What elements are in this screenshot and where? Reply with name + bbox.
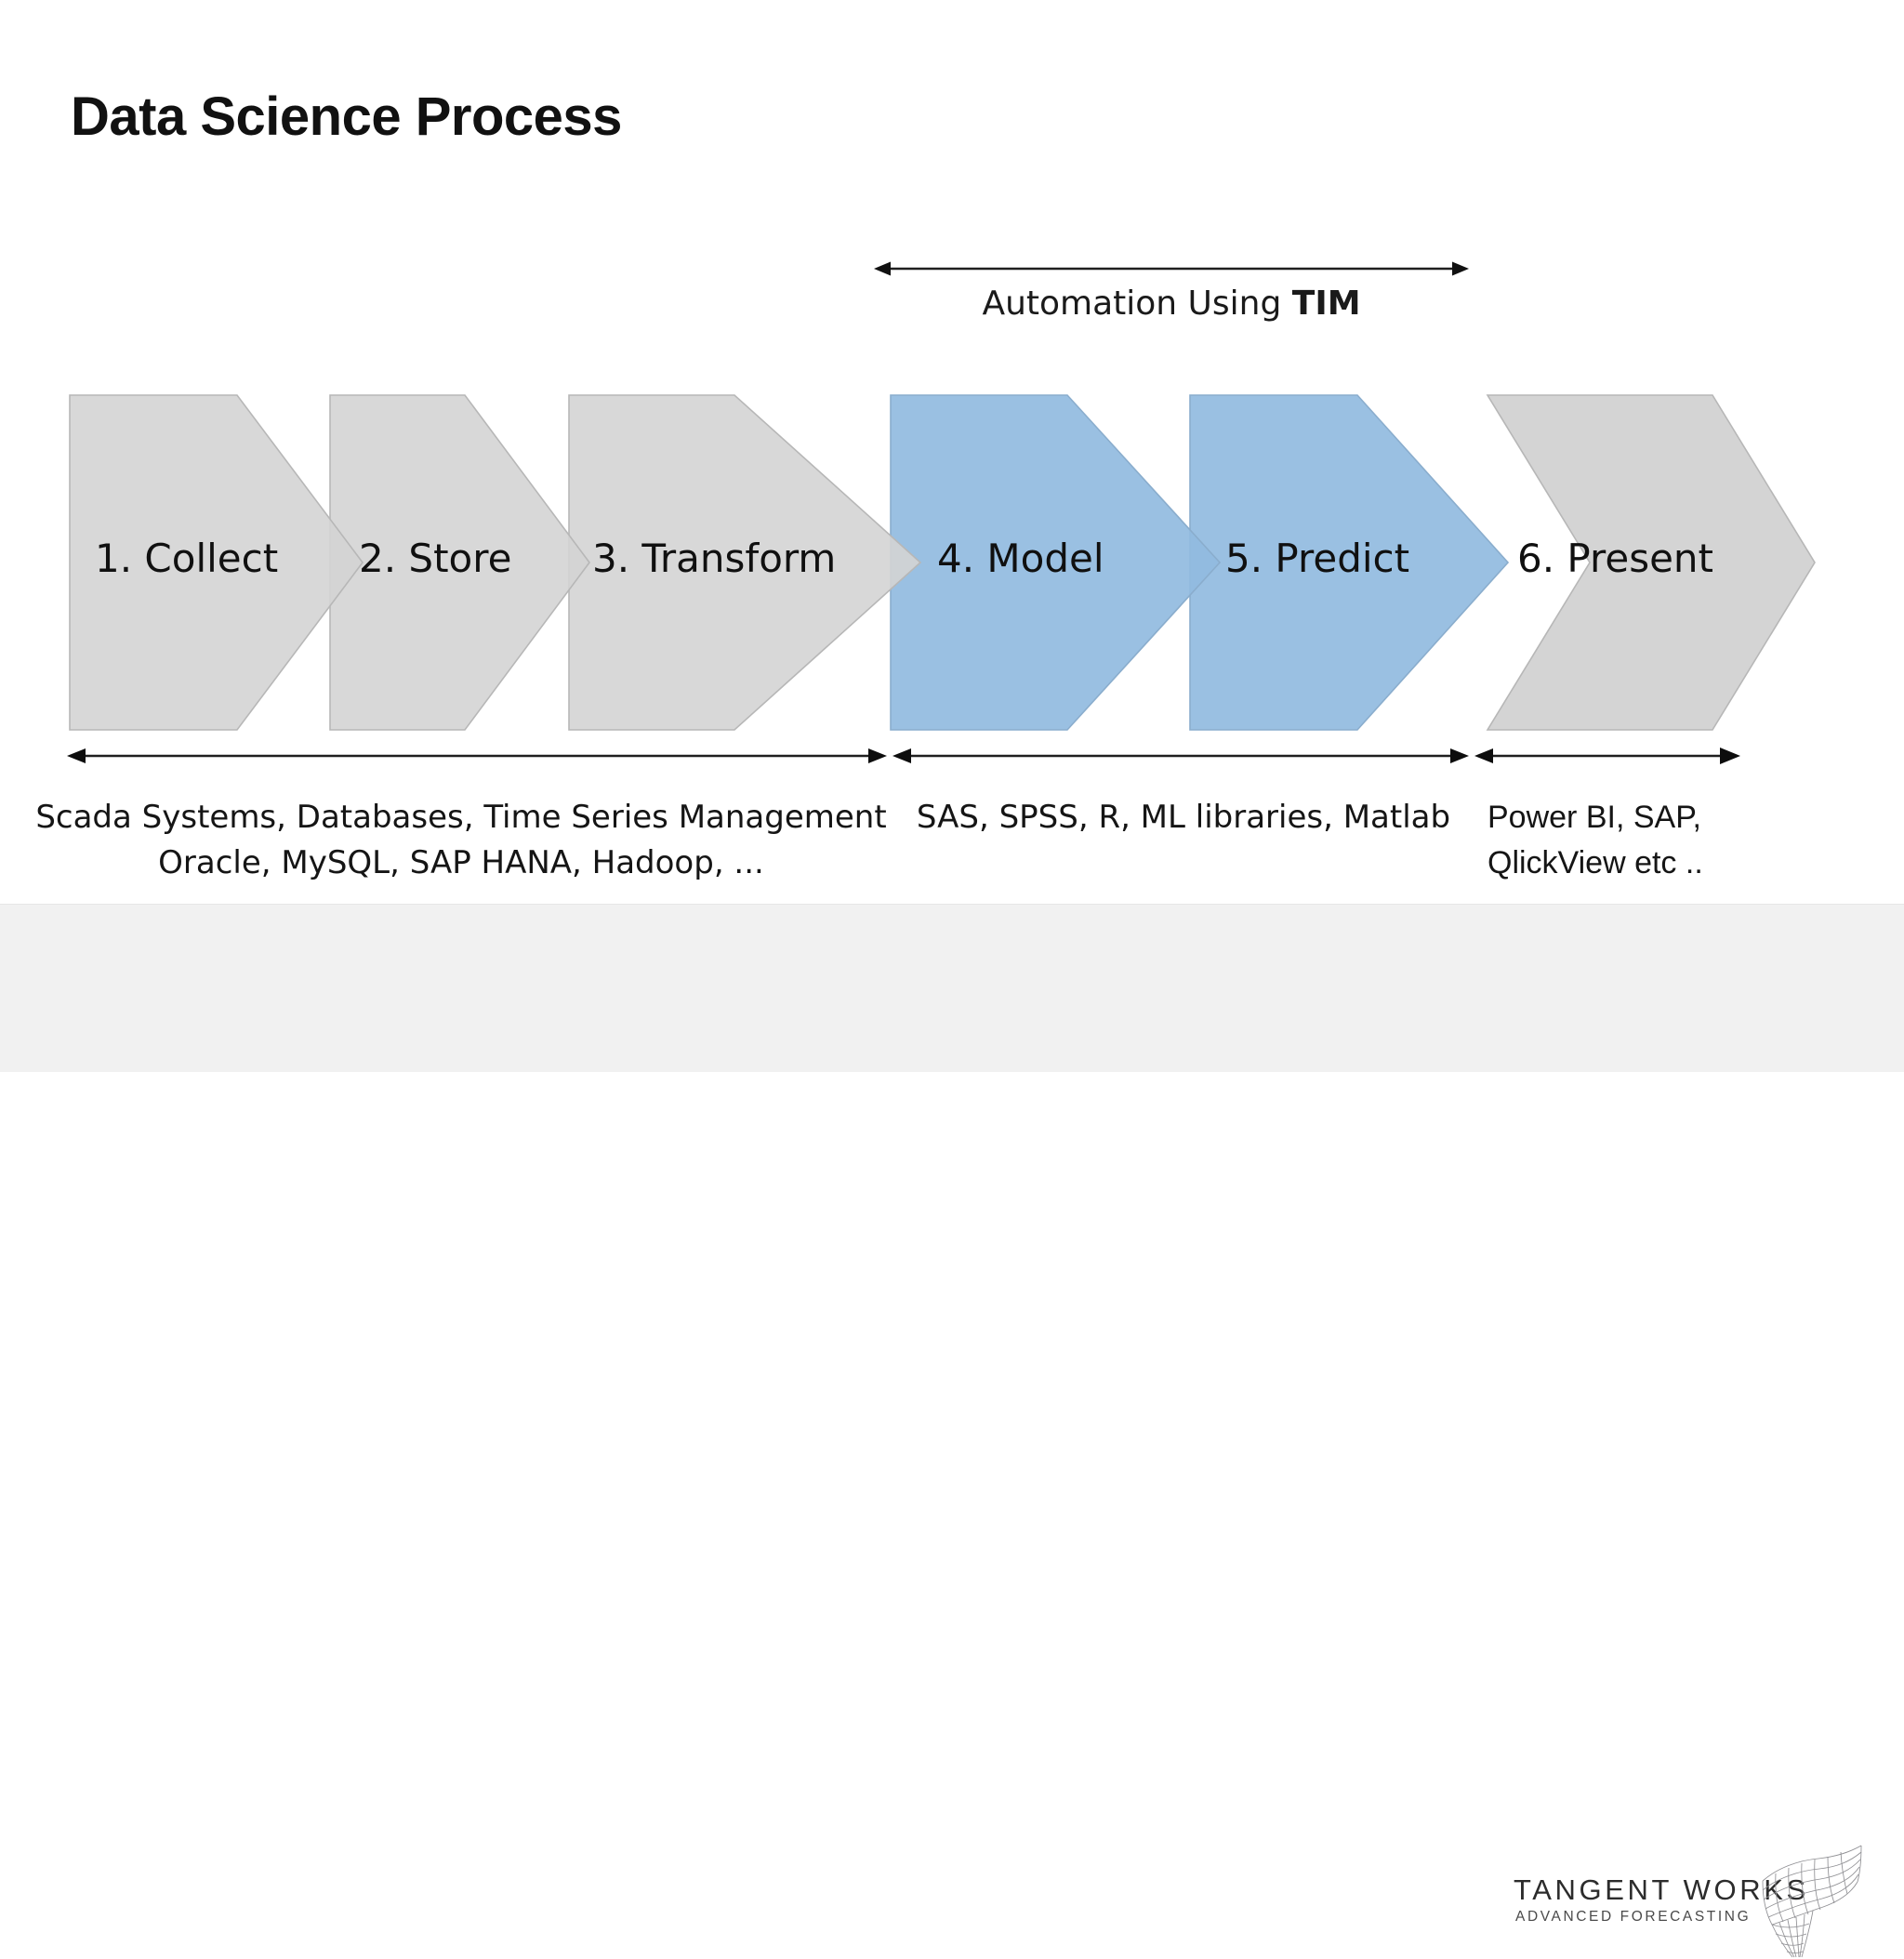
arrow-head-left-icon [892,748,911,763]
footer-band: TANGENT WORKS ADVANCED FORECASTING [0,904,1904,1958]
caption-presentation-line2: QlickView etc .. [1488,845,1703,880]
scope-dimension-arrows [67,748,1740,764]
chevron-label-transform: 3. Transform [592,536,837,581]
arrow-head-left-icon [874,261,891,276]
wireframe-mesh-ribbon-icon [1762,1845,1862,1958]
chevron-shape-store[interactable] [329,394,590,731]
logo-tagline: ADVANCED FORECASTING [1515,1909,1752,1925]
caption-modelling-line1: SAS, SPSS, R, ML libraries, Matlab [916,799,1451,836]
page-title: Data Science Process [71,86,622,147]
arrow-head-right-icon [868,748,887,763]
arrow-head-right-icon [1450,748,1469,763]
process-chevron-band: 1. Collect 2. Store 3. Transform 4. Mode… [0,386,1904,739]
chevron-label-present: 6. Present [1517,536,1714,581]
process-chevron-shapes [69,394,1816,731]
chevron-shape-present[interactable] [1486,394,1816,731]
automation-bracket-group: Automation Using TIM [874,258,1469,342]
automation-label-emphasis: TIM [1291,285,1361,323]
automation-label: Automation Using TIM [874,285,1469,323]
automation-span-arrow [874,261,1469,276]
arrow-head-left-icon [1474,748,1493,763]
arrow-head-right-icon [1452,261,1469,276]
slide-canvas: Data Science Process Automation Using TI… [0,86,1904,1958]
arrow-head-right-icon [1720,748,1740,764]
caption-ingest: Scada Systems, Databases, Time Series Ma… [33,795,889,886]
chevron-shape-model[interactable] [890,394,1222,731]
caption-presentation: Power BI, SAP, QlickView etc .. [1488,795,1878,886]
caption-presentation-line1: Power BI, SAP, [1488,800,1701,835]
chevron-shape-transform[interactable] [568,394,922,731]
brand-logo: TANGENT WORKS ADVANCED FORECASTING [1514,1845,1867,1958]
caption-ingest-line2: Oracle, MySQL, SAP HANA, Hadoop, ... [158,844,764,881]
chevron-label-predict: 5. Predict [1225,536,1410,581]
chevron-label-model: 4. Model [937,536,1104,581]
chevron-label-collect: 1. Collect [95,536,279,581]
chevron-label-store: 2. Store [359,536,512,581]
arrow-head-left-icon [67,748,86,763]
caption-modelling: SAS, SPSS, R, ML libraries, Matlab [900,795,1467,841]
chevron-shape-predict[interactable] [1189,394,1510,731]
caption-ingest-line1: Scada Systems, Databases, Time Series Ma… [35,799,887,836]
automation-label-text: Automation Using [982,285,1292,323]
chevron-shape-collect[interactable] [69,394,364,731]
